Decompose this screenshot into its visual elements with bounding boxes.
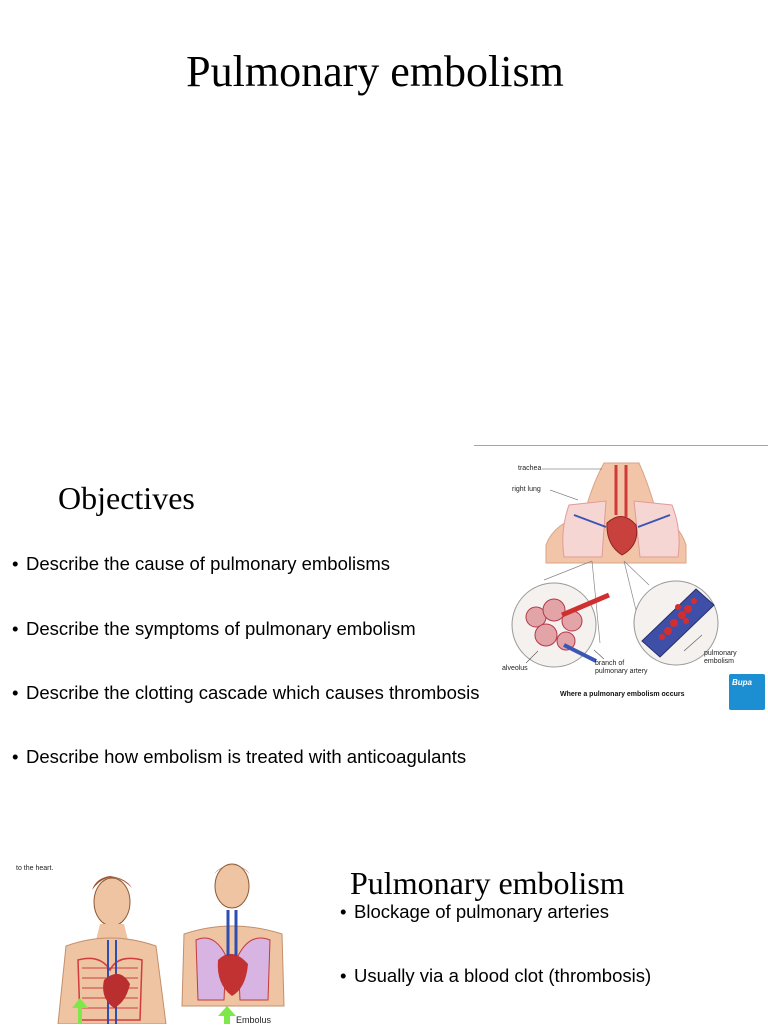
- label-alveolus: alveolus: [502, 665, 528, 672]
- bupa-logo: Bupa: [729, 674, 765, 710]
- embolism-location-figure: trachea right lung alveolus branch of pu…: [474, 445, 768, 713]
- bullet-dot-icon: •: [12, 746, 19, 767]
- label-embolus: Embolus: [236, 1015, 272, 1025]
- bullet-text: Describe how embolism is treated with an…: [26, 746, 467, 767]
- slide3-heading: Pulmonary embolism: [350, 865, 625, 901]
- bullet-text: Describe the clotting cascade which caus…: [26, 682, 480, 703]
- label-embolism: pulmonary embolism: [704, 650, 737, 665]
- bullet-dot-icon: •: [12, 682, 19, 703]
- objective-bullet: • Describe how embolism is treated with a…: [12, 745, 466, 769]
- label-to-heart: to the heart.: [16, 865, 54, 872]
- bullet-text: Blockage of pulmonary arteries: [354, 901, 610, 922]
- label-trachea: trachea: [518, 465, 542, 472]
- bullet-dot-icon: •: [12, 553, 19, 574]
- objective-bullet: • Describe the clotting cascade which cau…: [12, 681, 479, 705]
- figure-frame: [474, 445, 768, 713]
- logo-text: Bupa: [732, 678, 752, 687]
- bullet-text: Describe the cause of pulmonary embolism…: [26, 553, 390, 574]
- figure-caption: Where a pulmonary embolism occurs: [560, 691, 685, 698]
- bullet-dot-icon: •: [340, 965, 347, 986]
- content-bullet: • Blockage of pulmonary arteries: [340, 900, 609, 924]
- label-right-lung: right lung: [512, 486, 541, 493]
- bullet-dot-icon: •: [12, 618, 19, 639]
- objective-bullet: • Describe the cause of pulmonary embolis…: [12, 552, 390, 576]
- anatomy-illustration: [511, 462, 719, 668]
- bullet-text: Usually via a blood clot (thrombosis): [354, 965, 652, 986]
- objective-bullet: • Describe the symptoms of pulmonary embo…: [12, 617, 416, 641]
- bullet-text: Describe the symptoms of pulmonary embol…: [26, 618, 416, 639]
- bullet-dot-icon: •: [340, 901, 347, 922]
- label-branch: branch of pulmonary artery: [595, 660, 648, 675]
- circulation-illustration: [57, 863, 285, 1024]
- objectives-heading: Objectives: [58, 480, 195, 516]
- content-bullet: • Usually via a blood clot (thrombosis): [340, 964, 651, 988]
- slide-title: Pulmonary embolism: [186, 47, 564, 96]
- embolus-figure: to the heart. Embolus: [0, 860, 300, 1025]
